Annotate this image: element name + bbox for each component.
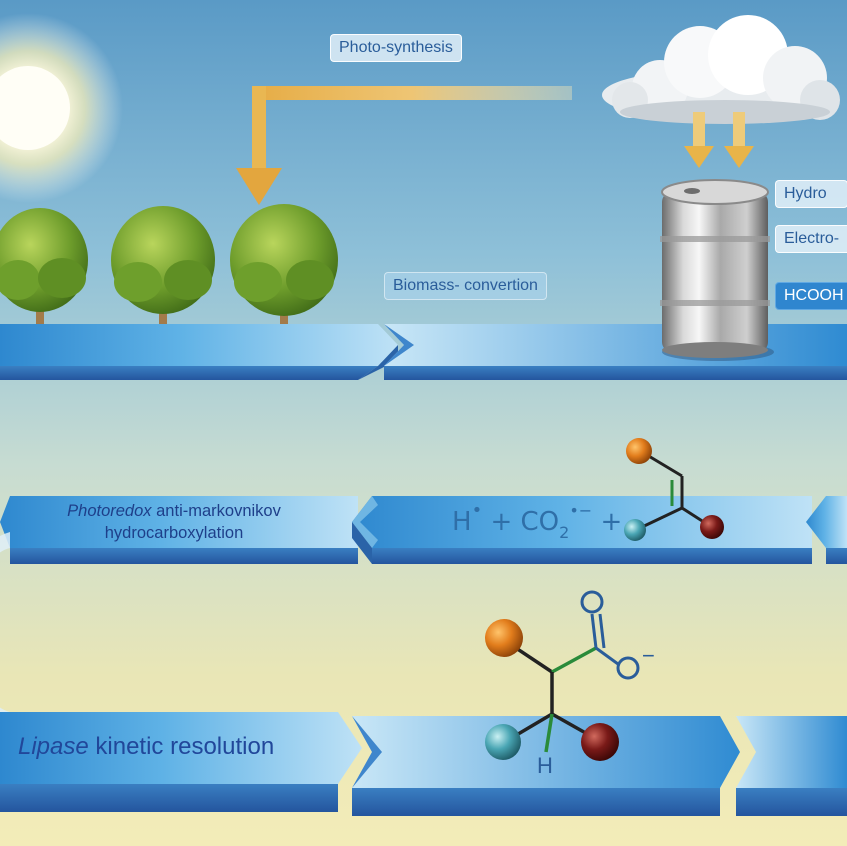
equation: H• + CO2 •− + (452, 500, 622, 542)
eq-plus2: + (600, 507, 623, 537)
teal-atom (485, 724, 521, 760)
sun-core (0, 66, 70, 150)
band-row3-segment1 (0, 712, 362, 812)
eq-h: H (452, 507, 472, 537)
cloud-down-arrows (684, 112, 754, 168)
maroon-atom (581, 723, 619, 761)
photoredox-line2: hydrocarboxylation (104, 524, 244, 542)
eq-radical-dot: • (471, 500, 483, 521)
band-row3-segment3 (736, 716, 847, 816)
eq-plus1: + (490, 507, 513, 537)
maroon-atom (700, 515, 724, 539)
hydro-label: Hydro (775, 180, 847, 208)
band-row2-segment3 (806, 496, 847, 564)
teal-atom (624, 519, 646, 541)
orange-atom (626, 438, 652, 464)
cloud-icon (602, 15, 840, 124)
biomass-conversion-label: Biomass- convertion (384, 272, 547, 300)
eq-radical-anion: •− (569, 501, 593, 520)
hcooh-label: HCOOH (775, 282, 847, 310)
band-row1-segment2 (384, 324, 847, 380)
carboxylate-o-ring (616, 656, 640, 680)
hydrogen-label: H (537, 753, 553, 778)
photoredox-label: Photoredox anti-markovnikov hydrocarboxy… (24, 500, 324, 544)
oil-barrel-icon (660, 179, 774, 361)
carboxylate-molecule (485, 590, 640, 761)
charge-label: − (642, 643, 655, 668)
photoredox-word: Photoredox (67, 502, 152, 520)
carbonyl-o-ring (580, 590, 604, 614)
photosynthesis-arrow (236, 86, 572, 205)
lipase-label: Lipase kinetic resolution (18, 733, 274, 761)
alkene-molecule (624, 438, 724, 541)
band-uturn (0, 532, 10, 728)
eq-co: CO (520, 507, 560, 537)
lipase-word: Lipase (18, 733, 89, 760)
photosynthesis-label: Photo-synthesis (330, 34, 462, 62)
band-row2-segment1 (0, 496, 358, 564)
lipase-rest: kinetic resolution (88, 733, 275, 760)
band-row1-segment1 (0, 324, 398, 380)
electro-label: Electro- (775, 225, 847, 253)
eq-sub2: 2 (559, 523, 570, 542)
photoredox-rest: anti-markovnikov (151, 502, 281, 520)
band-row2-segment2 (352, 496, 812, 564)
orange-atom (485, 619, 523, 657)
